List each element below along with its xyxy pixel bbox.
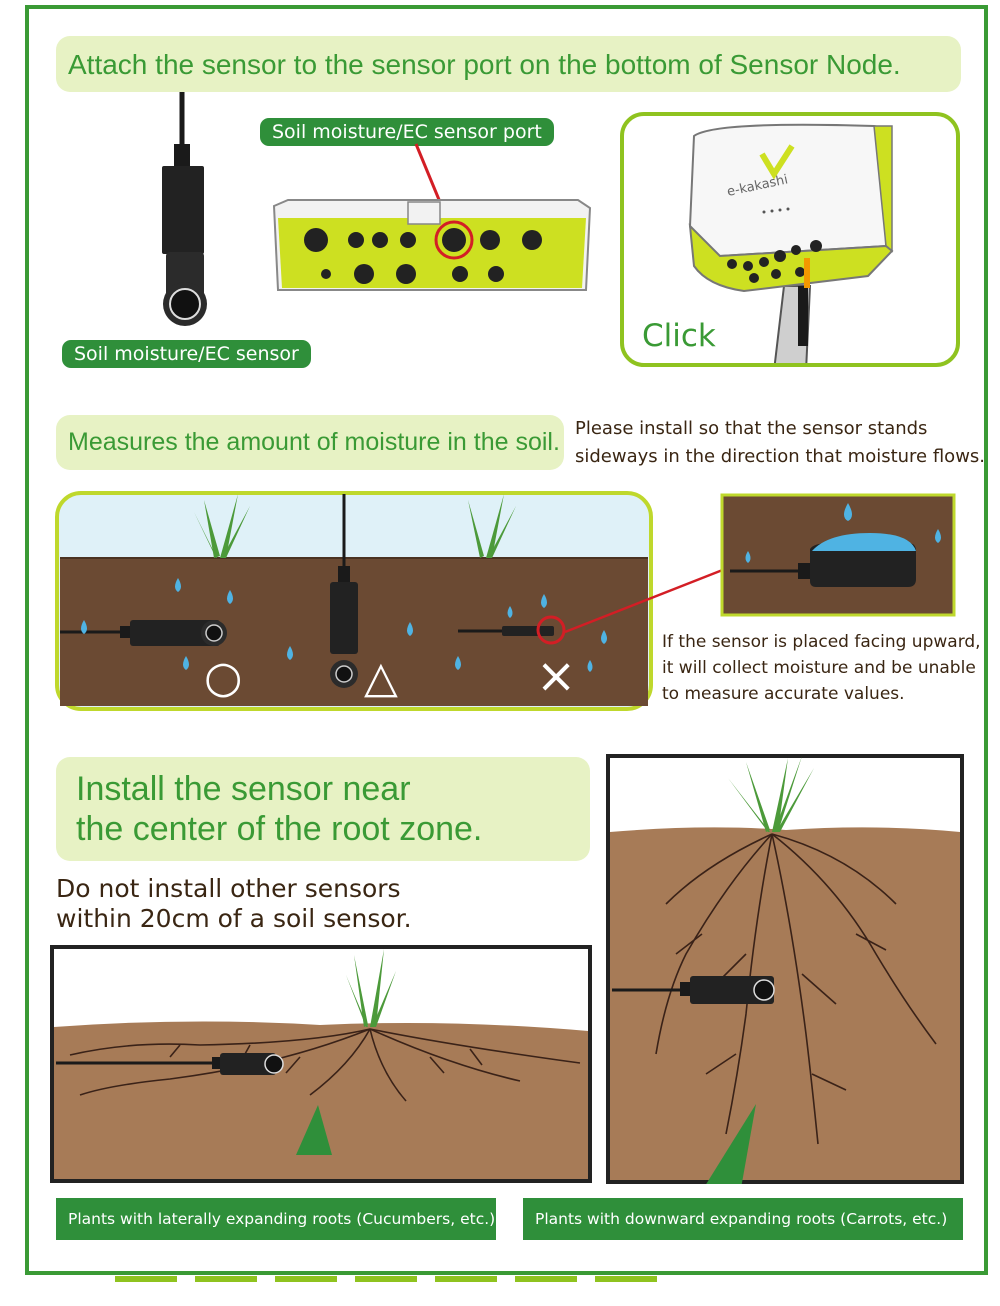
mark-bad: × <box>536 648 576 704</box>
warning-line3: to measure accurate values. <box>662 684 905 704</box>
lateral-roots-label: Plants with laterally expanding roots (C… <box>56 1198 496 1240</box>
bottom-divider <box>115 1276 675 1282</box>
section3-title-line2: the center of the root zone. <box>76 810 483 848</box>
section2-title: Measures the amount of moisture in the s… <box>68 428 560 456</box>
mark-good: ○ <box>204 652 242 703</box>
section3-title-line1: Install the sensor near <box>76 770 411 808</box>
warning-line1: If the sensor is placed facing upward, <box>662 632 981 652</box>
sensor-node-attach-illustration: e-kakashi <box>688 123 894 363</box>
lateral-roots-label-text: Plants with laterally expanding roots (C… <box>68 1210 496 1228</box>
lateral-roots-illustration <box>50 945 592 1183</box>
page-frame <box>25 5 988 1275</box>
install-note-line1: Please install so that the sensor stands <box>575 418 928 439</box>
soil-sensor-illustration <box>162 92 207 326</box>
sensor-node-bottom-illustration <box>272 143 592 291</box>
warning-line2: it will collect moisture and be unable <box>662 658 976 678</box>
section2-title-pill: Measures the amount of moisture in the s… <box>56 415 564 470</box>
mark-fair: △ <box>364 652 398 703</box>
upward-sensor-detail <box>720 493 956 617</box>
spacing-note-line2: within 20cm of a soil sensor. <box>56 904 412 933</box>
soil-cross-section: ○ △ × <box>55 491 653 711</box>
install-note-line2: sideways in the direction that moisture … <box>575 446 986 467</box>
sensor-label: Soil moisture/EC sensor <box>62 340 311 368</box>
downward-roots-label-text: Plants with downward expanding roots (Ca… <box>535 1210 948 1228</box>
callout-line <box>564 558 749 634</box>
downward-roots-illustration <box>606 754 964 1184</box>
section1-title-pill: Attach the sensor to the sensor port on … <box>56 36 961 92</box>
click-label: Click <box>642 318 716 354</box>
downward-roots-label: Plants with downward expanding roots (Ca… <box>523 1198 963 1240</box>
section3-title-pill: Install the sensor near the center of th… <box>56 757 590 861</box>
click-panel: e-kakashi Click <box>620 112 960 367</box>
section1-title: Attach the sensor to the sensor port on … <box>68 49 901 80</box>
spacing-note-line1: Do not install other sensors <box>56 874 401 903</box>
port-label: Soil moisture/EC sensor port <box>260 118 554 146</box>
